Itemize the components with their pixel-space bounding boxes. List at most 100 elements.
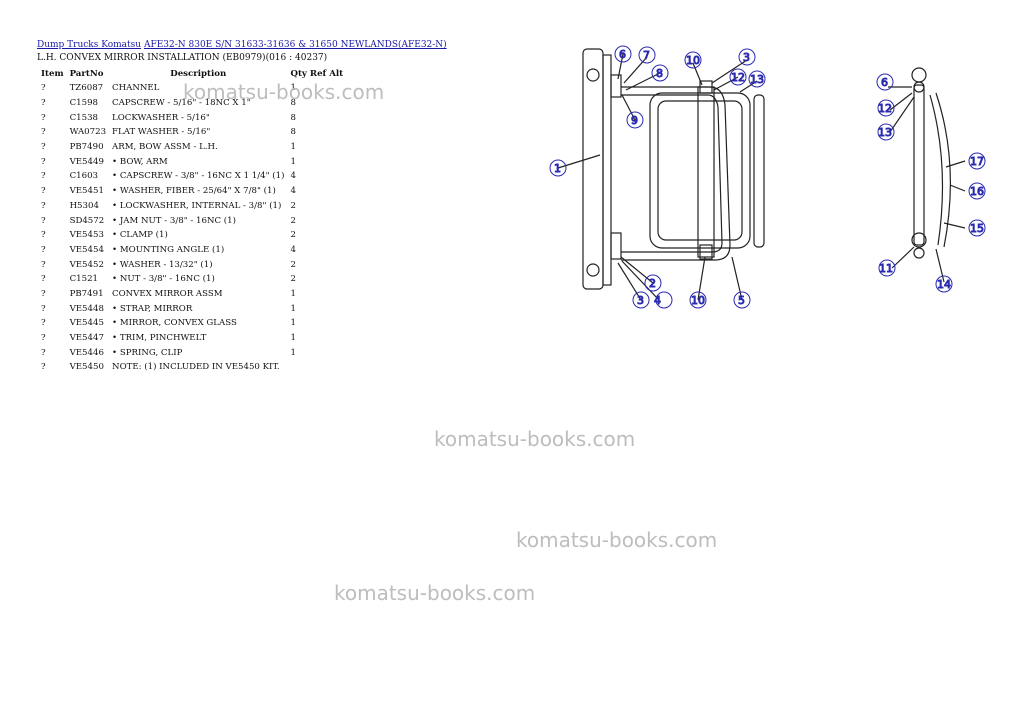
- page-title: L.H. CONVEX MIRROR INSTALLATION (EB0979)…: [37, 53, 328, 63]
- description-cell: FLAT WASHER - 5/16": [112, 127, 211, 138]
- svg-text:6: 6: [619, 48, 626, 61]
- item-cell: ?: [41, 215, 46, 226]
- qty-cell: 4: [290, 171, 296, 182]
- svg-text:3: 3: [743, 51, 750, 64]
- watermark: komatsu-books.com: [516, 528, 718, 552]
- partno-cell: VE5451: [69, 186, 104, 197]
- qty-cell: 8: [290, 127, 296, 138]
- clamp: [699, 80, 713, 94]
- description-cell: • SPRING, CLIP: [112, 347, 183, 358]
- qty-cell: 1: [290, 142, 296, 153]
- description-cell: • CLAMP (1): [112, 230, 168, 241]
- watermark: komatsu-books.com: [334, 581, 536, 605]
- partno-cell: VE5452: [69, 259, 104, 270]
- item-cell: ?: [41, 112, 46, 123]
- table-row: ?VE5454• MOUNTING ANGLE (1)4: [37, 243, 346, 258]
- partno-cell: VE5447: [69, 333, 104, 344]
- svg-text:12: 12: [731, 71, 745, 84]
- convex-mirror: [649, 92, 751, 249]
- qty-cell: 1: [290, 347, 296, 358]
- svg-text:14: 14: [937, 278, 951, 291]
- partno-cell: PB7490: [69, 142, 104, 153]
- svg-text:4: 4: [654, 294, 661, 307]
- qty-cell: 2: [290, 259, 296, 270]
- partno-cell: VE5445: [69, 318, 104, 329]
- item-cell: ?: [41, 98, 46, 109]
- description-cell: CHANNEL: [112, 83, 160, 94]
- mirror-strap: [697, 86, 715, 258]
- item-cell: ?: [41, 274, 46, 285]
- col-alt-header: Alt: [329, 68, 344, 79]
- partno-cell: C1538: [69, 112, 99, 123]
- description-cell: CONVEX MIRROR ASSM: [112, 288, 223, 299]
- item-cell: ?: [41, 362, 46, 373]
- item-cell: ?: [41, 230, 46, 241]
- partno-cell: VE5448: [69, 303, 104, 314]
- breadcrumb-category-link[interactable]: Dump Trucks Komatsu: [37, 40, 142, 50]
- table-row: ?VE5451• WASHER, FIBER - 25/64" X 7/8" (…: [37, 184, 346, 199]
- qty-cell: 1: [290, 288, 296, 299]
- breadcrumb-model-link[interactable]: AFE32-N 830E S/N 31633-31636 & 31650 NEW…: [143, 40, 447, 50]
- description-cell: ARM, BOW ASSM - L.H.: [112, 142, 218, 153]
- svg-text:2: 2: [649, 277, 656, 290]
- description-cell: • NUT - 3/8" - 16NC (1): [112, 274, 215, 285]
- mirror-installation-diagram: 1 6 7 8 9 10 3 12 13 2 3 4 10 5 6 12 13 …: [549, 45, 986, 309]
- breadcrumb: Dump Trucks Komatsu AFE32-N 830E S/N 316…: [37, 40, 447, 51]
- channel-hole: [586, 263, 600, 277]
- partno-cell: VE5449: [69, 156, 104, 167]
- item-cell: ?: [41, 127, 46, 138]
- svg-text:7: 7: [643, 49, 650, 62]
- svg-text:16: 16: [970, 185, 984, 198]
- qty-cell: 2: [290, 274, 296, 285]
- col-qty-header: Qty Ref Alt: [290, 68, 344, 79]
- qty-cell: 8: [290, 112, 296, 123]
- svg-text:1: 1: [554, 162, 561, 175]
- item-cell: ?: [41, 83, 46, 94]
- item-cell: ?: [41, 303, 46, 314]
- description-cell: • STRAP, MIRROR: [112, 303, 193, 314]
- svg-text:11: 11: [879, 262, 893, 275]
- lower-bracket: [610, 232, 622, 260]
- svg-text:6: 6: [881, 76, 888, 89]
- bow-arm: [621, 86, 731, 261]
- description-cell: • LOCKWASHER, INTERNAL - 3/8" (1): [112, 200, 282, 211]
- description-cell: • BOW, ARM: [112, 156, 168, 167]
- table-row: ?C1521• NUT - 3/8" - 16NC (1)2: [37, 272, 346, 287]
- partno-cell: VE5446: [69, 347, 104, 358]
- description-cell: • WASHER, FIBER - 25/64" X 7/8" (1): [112, 186, 276, 197]
- channel-flange: [602, 54, 612, 286]
- qty-cell: 1: [290, 156, 296, 167]
- svg-text:9: 9: [631, 114, 638, 127]
- parts-table: Item PartNo Description Qty Ref Alt ?TZ6…: [37, 66, 346, 375]
- col-item-header: Item: [41, 68, 64, 79]
- item-cell: ?: [41, 288, 46, 299]
- upper-bracket: [610, 74, 622, 98]
- channel-part: [582, 48, 604, 290]
- table-row: ?SD4572• JAM NUT - 3/8" - 16NC (1)2: [37, 213, 346, 228]
- qty-cell: 8: [290, 98, 296, 109]
- svg-text:13: 13: [878, 126, 892, 139]
- mirror-trim: [753, 94, 765, 248]
- table-row: ?C1603• CAPSCREW - 3/8" - 16NC X 1 1/4" …: [37, 169, 346, 184]
- side-clamp-top: [911, 67, 927, 83]
- side-strap: [913, 84, 925, 246]
- item-cell: ?: [41, 259, 46, 270]
- svg-text:8: 8: [656, 67, 663, 80]
- description-cell: NOTE: (1) INCLUDED IN VE5450 KIT.: [112, 362, 280, 373]
- svg-text:10: 10: [691, 294, 705, 307]
- partno-cell: VE5453: [69, 230, 104, 241]
- description-cell: • TRIM, PINCHWELT: [112, 333, 207, 344]
- partno-cell: VE5454: [69, 244, 104, 255]
- description-cell: • MIRROR, CONVEX GLASS: [112, 318, 237, 329]
- table-row: ?VE5452• WASHER - 13/32" (1)2: [37, 257, 346, 272]
- qty-cell: 2: [290, 215, 296, 226]
